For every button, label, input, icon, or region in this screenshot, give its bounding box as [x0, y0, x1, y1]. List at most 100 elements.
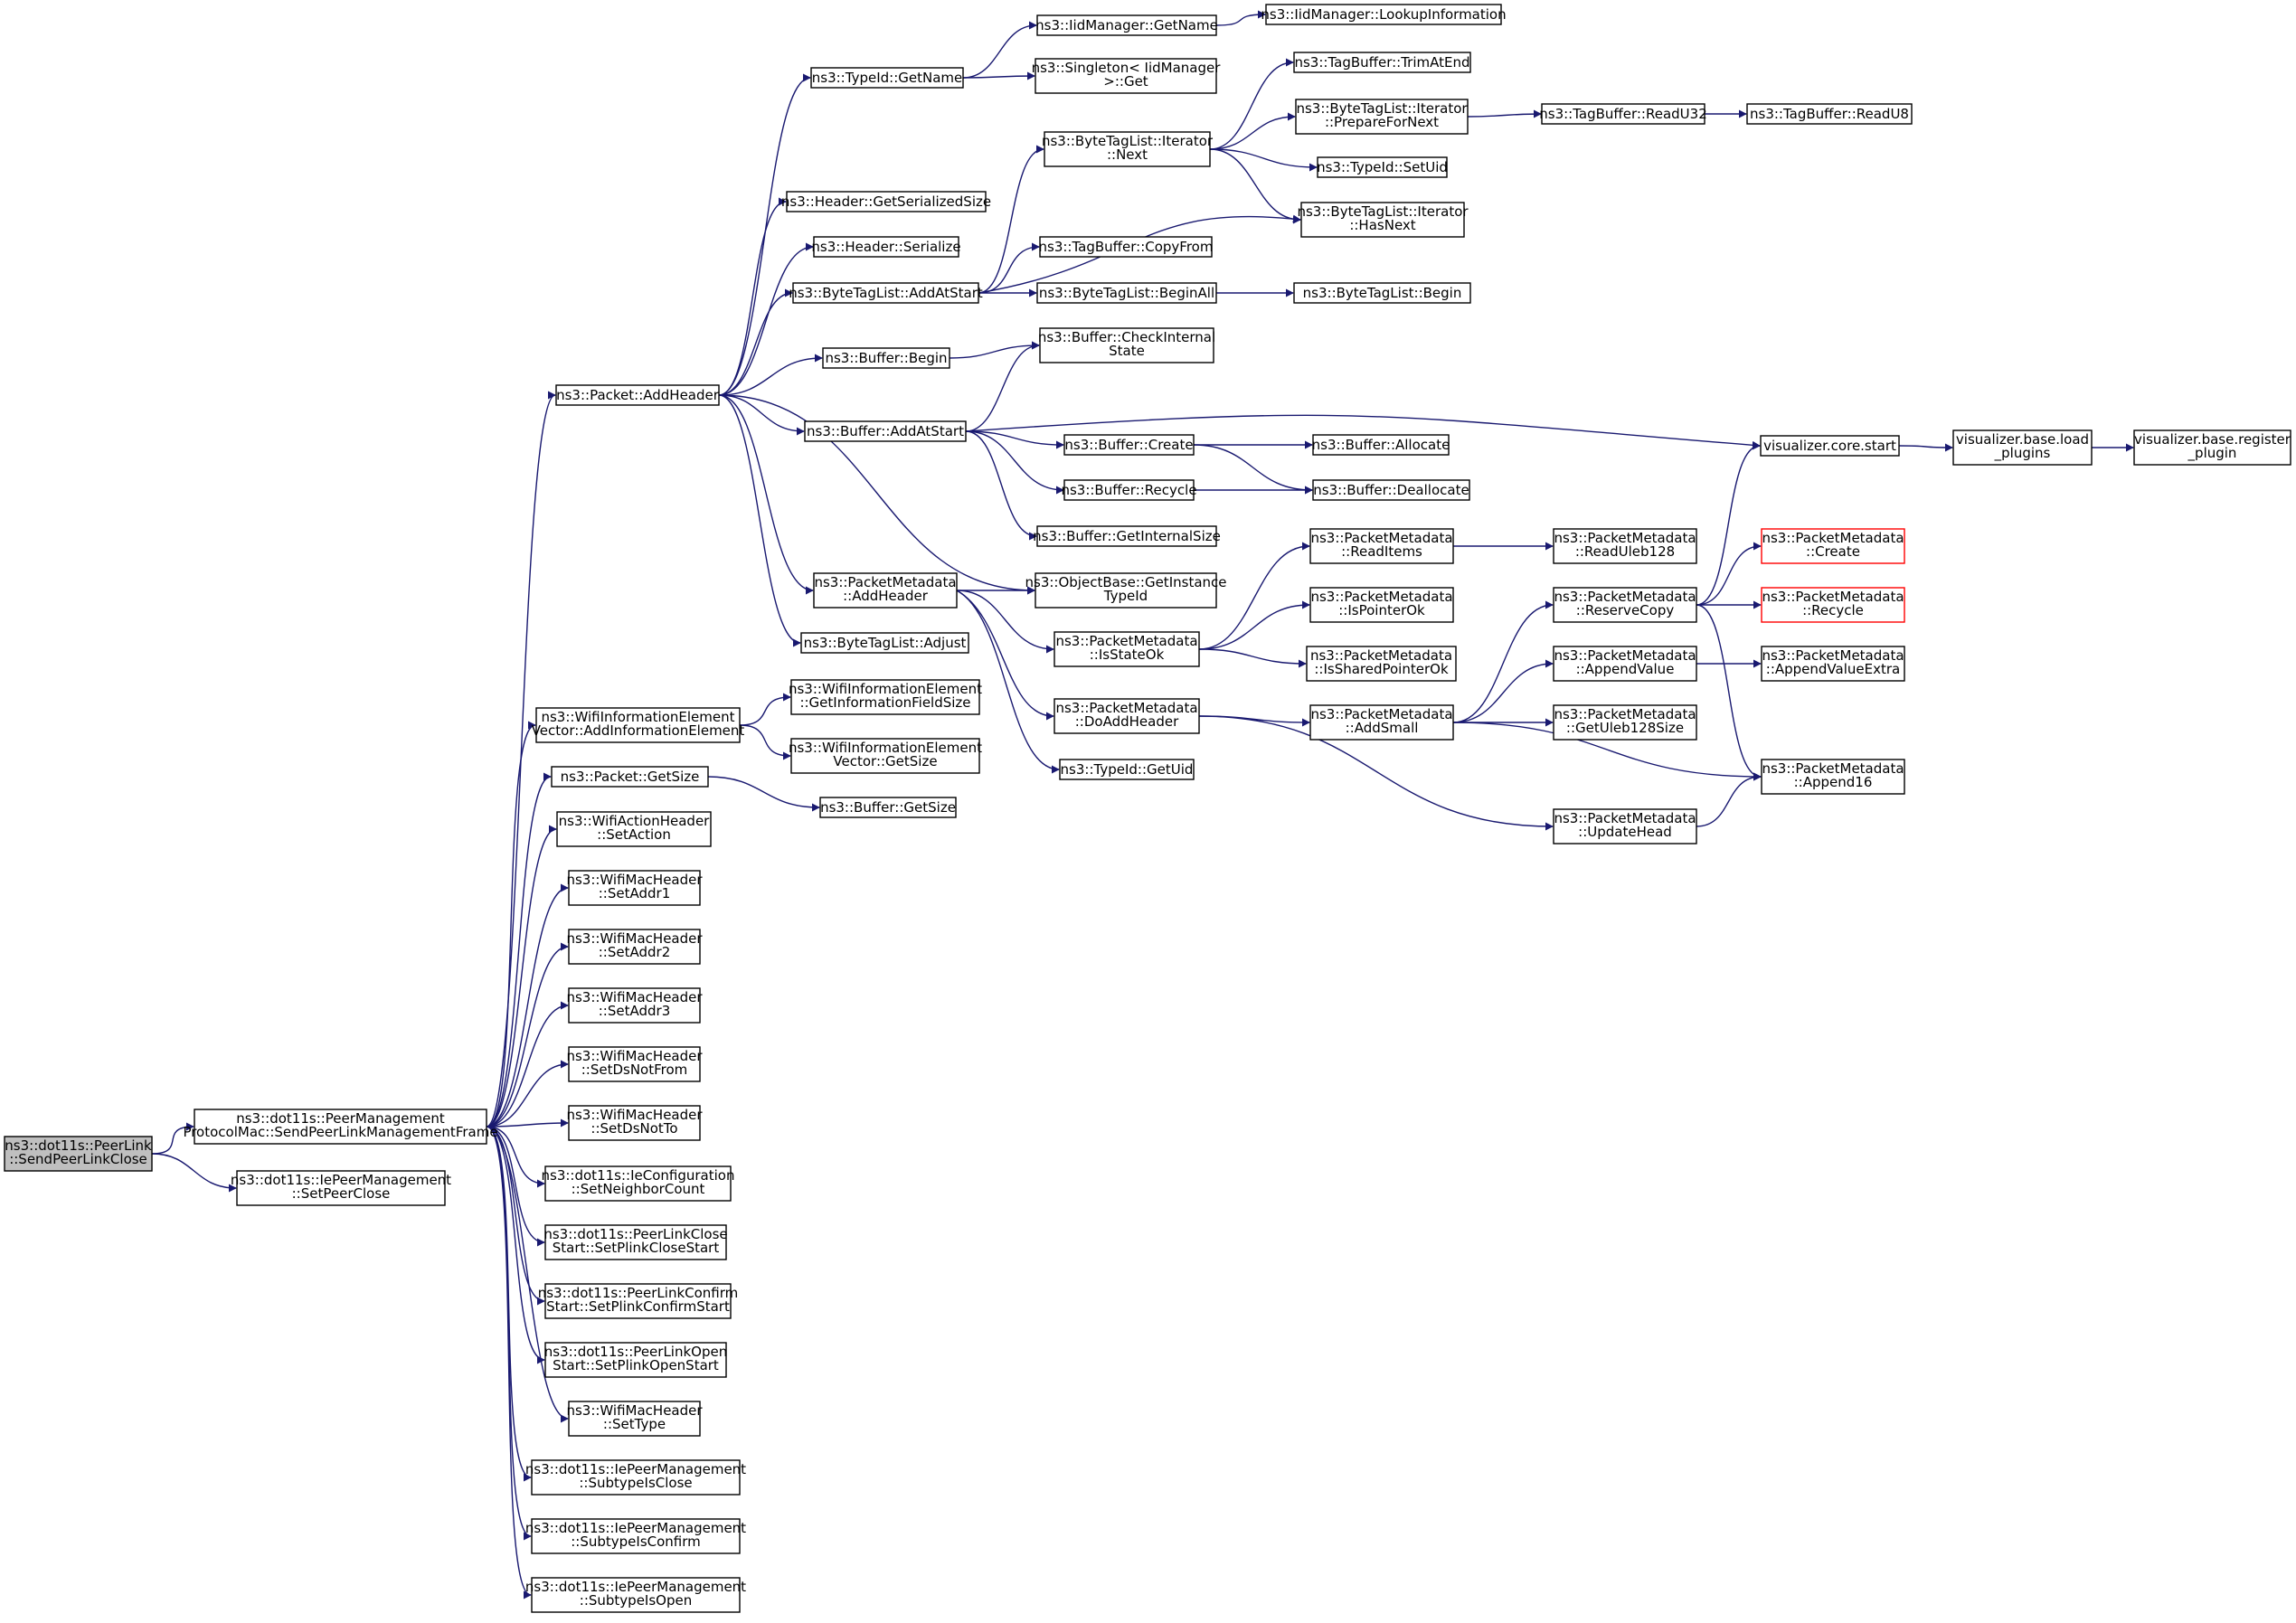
node-bufbegin[interactable]: ns3::Buffer::Begin: [822, 347, 950, 369]
node-bufallocate[interactable]: ns3::Buffer::Allocate: [1312, 434, 1450, 456]
node-hdrser[interactable]: ns3::Header::Serialize: [811, 236, 961, 258]
node-pmupdatehead[interactable]: ns3::PacketMetadata::UpdateHead: [1553, 808, 1697, 845]
node-label-line: ns3::WifiMacHeader: [566, 1402, 703, 1419]
edge-pmaddsmall-to-pmappendval: [1452, 659, 1554, 723]
node-bufgetsize[interactable]: ns3::Buffer::GetSize: [819, 797, 957, 818]
node-tagreadu8[interactable]: ns3::TagBuffer::ReadU8: [1746, 103, 1913, 125]
node-typeidgetuid[interactable]: ns3::TypeId::GetUid: [1059, 759, 1195, 780]
node-plclose[interactable]: ns3::dot11s::PeerLinkCloseStart::SetPlin…: [543, 1224, 728, 1260]
node-setaddr3[interactable]: ns3::WifiMacHeader::SetAddr3: [566, 987, 703, 1024]
node-label-line: ::GetUleb128Size: [1566, 720, 1684, 736]
node-pmreserve[interactable]: ns3::PacketMetadata::ReserveCopy: [1553, 587, 1697, 623]
node-vizregister[interactable]: visualizer.base.register_plugin: [2133, 429, 2291, 466]
node-pmappendval[interactable]: ns3::PacketMetadata::AppendValue: [1553, 646, 1697, 682]
node-pmappendextra[interactable]: ns3::PacketMetadata::AppendValueExtra: [1761, 646, 1905, 682]
node-singleton[interactable]: ns3::Singleton< IidManager>::Get: [1032, 58, 1222, 94]
node-pmisstateok[interactable]: ns3::PacketMetadata::IsStateOk: [1054, 631, 1200, 667]
node-iidlookup[interactable]: ns3::IidManager::LookupInformation: [1261, 4, 1507, 25]
node-setneighbor[interactable]: ns3::dot11s::IeConfiguration::SetNeighbo…: [542, 1165, 735, 1202]
node-btladdatstart[interactable]: ns3::ByteTagList::AddAtStart: [789, 282, 983, 304]
node-root[interactable]: ns3::dot11s::PeerLink::SendPeerLinkClose: [4, 1136, 153, 1172]
edge-addheader-to-btladjust: [718, 394, 801, 647]
node-wifigetinfosize[interactable]: ns3::WifiInformationElement::GetInformat…: [789, 679, 982, 715]
node-box: [1761, 646, 1905, 682]
node-setdsnotfrom[interactable]: ns3::WifiMacHeader::SetDsNotFrom: [566, 1046, 703, 1082]
node-setaction[interactable]: ns3::WifiActionHeader::SetAction: [556, 811, 712, 847]
node-bufrecycle[interactable]: ns3::Buffer::Recycle: [1061, 479, 1197, 501]
node-tagcopyfrom[interactable]: ns3::TagBuffer::CopyFrom: [1039, 236, 1214, 258]
edge-bufaddatstart-to-bufrecycle: [965, 430, 1064, 495]
node-pmaddheader[interactable]: ns3::PacketMetadata::AddHeader: [813, 572, 958, 609]
node-hdrgetser[interactable]: ns3::Header::GetSerializedSize: [781, 191, 991, 212]
node-btlprep[interactable]: ns3::ByteTagList::Iterator::PrepareForNe…: [1295, 99, 1469, 135]
node-vizload[interactable]: visualizer.base.load_plugins: [1952, 429, 2093, 466]
node-label-line: Start::SetPlinkConfirmStart: [546, 1298, 730, 1315]
node-setaddr1[interactable]: ns3::WifiMacHeader::SetAddr1: [566, 870, 703, 906]
node-setpeerclose[interactable]: ns3::dot11s::IePeerManagement::SetPeerCl…: [231, 1170, 451, 1206]
node-bufgetinternal[interactable]: ns3::Buffer::GetInternalSize: [1033, 525, 1221, 547]
node-tagreadu32[interactable]: ns3::TagBuffer::ReadU32: [1539, 103, 1707, 125]
node-box: [1553, 704, 1697, 741]
node-pmcreate[interactable]: ns3::PacketMetadata::Create: [1761, 528, 1905, 564]
node-label-line: _plugins: [1994, 445, 2051, 462]
node-label-line: ::Next: [1107, 146, 1148, 163]
node-addheader[interactable]: ns3::Packet::AddHeader: [555, 384, 720, 406]
node-label-line: ns3::ByteTagList::AddAtStart: [789, 285, 983, 301]
node-isconfirm[interactable]: ns3::dot11s::IePeerManagement::SubtypeIs…: [525, 1518, 746, 1554]
edge-addheader-to-bufbegin: [718, 354, 823, 396]
edge-addheader-to-pmaddheader: [718, 394, 814, 595]
node-plconfirm[interactable]: ns3::dot11s::PeerLinkConfirmStart::SetPl…: [538, 1283, 739, 1319]
node-btlitnext[interactable]: ns3::ByteTagList::Iterator::Next: [1042, 131, 1214, 167]
node-label-line: ns3::PacketMetadata: [1310, 706, 1452, 722]
node-settype[interactable]: ns3::WifiMacHeader::SetType: [566, 1401, 703, 1437]
node-label-line: ::Recycle: [1802, 602, 1864, 618]
node-box: [1063, 434, 1195, 456]
node-iidgetname[interactable]: ns3::IidManager::GetName: [1035, 14, 1218, 36]
node-bufdealloc[interactable]: ns3::Buffer::Deallocate: [1312, 479, 1470, 501]
node-typeidsetuid[interactable]: ns3::TypeId::SetUid: [1317, 156, 1448, 178]
node-typeidgetname[interactable]: ns3::TypeId::GetName: [810, 67, 964, 89]
node-wifiaddie[interactable]: ns3::WifiInformationElementVector::AddIn…: [532, 707, 745, 743]
node-pktgetsize[interactable]: ns3::Packet::GetSize: [551, 766, 709, 788]
node-box: [531, 1518, 741, 1554]
node-sendmgmt[interactable]: ns3::dot11s::PeerManagementProtocolMac::…: [183, 1109, 498, 1145]
node-label-line: ::IsSharedPointerOk: [1314, 661, 1449, 677]
node-label-line: ProtocolMac::SendPeerLinkManagementFrame: [183, 1124, 497, 1140]
node-tagtrim[interactable]: ns3::TagBuffer::TrimAtEnd: [1293, 52, 1471, 73]
node-vizcorestart[interactable]: visualizer.core.start: [1760, 435, 1900, 457]
node-pmreaditems[interactable]: ns3::PacketMetadata::ReadItems: [1309, 528, 1454, 564]
edge-wifiaddie-to-wifigetinfosize: [739, 693, 791, 726]
node-btlbeginall[interactable]: ns3::ByteTagList::BeginAll: [1036, 282, 1217, 304]
node-pmgetuleb[interactable]: ns3::PacketMetadata::GetUleb128Size: [1553, 704, 1697, 741]
node-isclose[interactable]: ns3::dot11s::IePeerManagement::SubtypeIs…: [525, 1459, 746, 1496]
node-box: [1295, 99, 1469, 135]
node-btlhasnext[interactable]: ns3::ByteTagList::Iterator::HasNext: [1297, 202, 1469, 238]
node-setdsnotto[interactable]: ns3::WifiMacHeader::SetDsNotTo: [566, 1105, 703, 1141]
node-label-line: ns3::Buffer::Begin: [825, 350, 947, 366]
node-pmdoadd[interactable]: ns3::PacketMetadata::DoAddHeader: [1054, 698, 1200, 734]
node-box: [1036, 282, 1217, 304]
node-label-line: ns3::Packet::AddHeader: [556, 387, 720, 403]
node-pmappend16[interactable]: ns3::PacketMetadata::Append16: [1761, 759, 1905, 795]
node-box: [1553, 646, 1697, 682]
node-plopen[interactable]: ns3::dot11s::PeerLinkOpenStart::SetPlink…: [544, 1342, 727, 1378]
node-pmrecycle[interactable]: ns3::PacketMetadata::Recycle: [1761, 587, 1905, 623]
node-wifivecgetsize[interactable]: ns3::WifiInformationElementVector::GetSi…: [789, 738, 982, 774]
node-pmissharedok[interactable]: ns3::PacketMetadata::IsSharedPointerOk: [1306, 646, 1457, 682]
node-pmaddsmall[interactable]: ns3::PacketMetadata::AddSmall: [1309, 704, 1454, 741]
node-box: [792, 282, 979, 304]
node-label-line: ::SubtypeIsConfirm: [571, 1533, 701, 1550]
node-btladjust[interactable]: ns3::ByteTagList::Adjust: [800, 632, 969, 654]
node-btlbegin[interactable]: ns3::ByteTagList::Begin: [1293, 282, 1471, 304]
node-pmreaduleb[interactable]: ns3::PacketMetadata::ReadUleb128: [1553, 528, 1697, 564]
node-label-line: ns3::dot11s::IePeerManagement: [525, 1461, 746, 1477]
node-bufaddatstart[interactable]: ns3::Buffer::AddAtStart: [804, 420, 967, 442]
node-label-line: ns3::TagBuffer::CopyFrom: [1039, 239, 1214, 255]
node-bufcreate[interactable]: ns3::Buffer::Create: [1063, 434, 1195, 456]
node-setaddr2[interactable]: ns3::WifiMacHeader::SetAddr2: [566, 929, 703, 965]
node-box: [1039, 327, 1214, 363]
node-isopen[interactable]: ns3::dot11s::IePeerManagement::SubtypeIs…: [525, 1577, 746, 1613]
node-pmisptrok[interactable]: ns3::PacketMetadata::IsPointerOk: [1309, 587, 1454, 623]
